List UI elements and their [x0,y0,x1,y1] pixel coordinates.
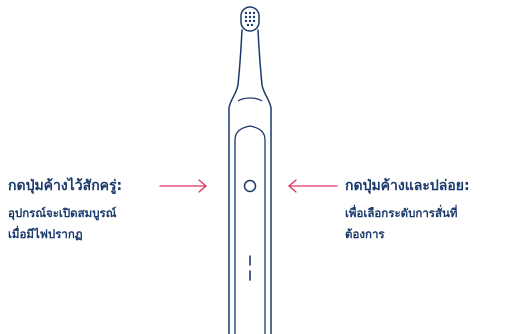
control-panel-outline [234,125,266,334]
toothbrush-body-outline [228,29,272,334]
right-callout: กดปุ่มค้างและปล่อย: เพื่อเลือกระดับการสั… [345,177,470,245]
power-button[interactable] [243,179,257,193]
right-callout-heading: กดปุ่มค้างและปล่อย: [345,178,470,194]
brush-head-outline [240,6,260,32]
right-callout-line-1: เพื่อเลือกระดับการสั่นที่ [345,206,458,220]
right-arrow [288,179,338,193]
neck-collar [237,97,263,102]
right-callout-line-2: ต้องการ [345,227,385,241]
left-callout-heading: กดปุ่มค้างไว้สักครู่: [8,178,123,194]
left-callout-line-2: เมื่อมีไฟปรากฏ [8,227,83,241]
left-callout: กดปุ่มค้างไว้สักครู่: อุปกรณ์จะเปิดสมบูร… [8,177,122,245]
left-arrow [159,179,207,193]
left-callout-line-1: อุปกรณ์จะเปิดสมบูรณ์ [8,206,117,220]
brush-head [240,6,260,32]
bristle-dots [244,11,256,27]
